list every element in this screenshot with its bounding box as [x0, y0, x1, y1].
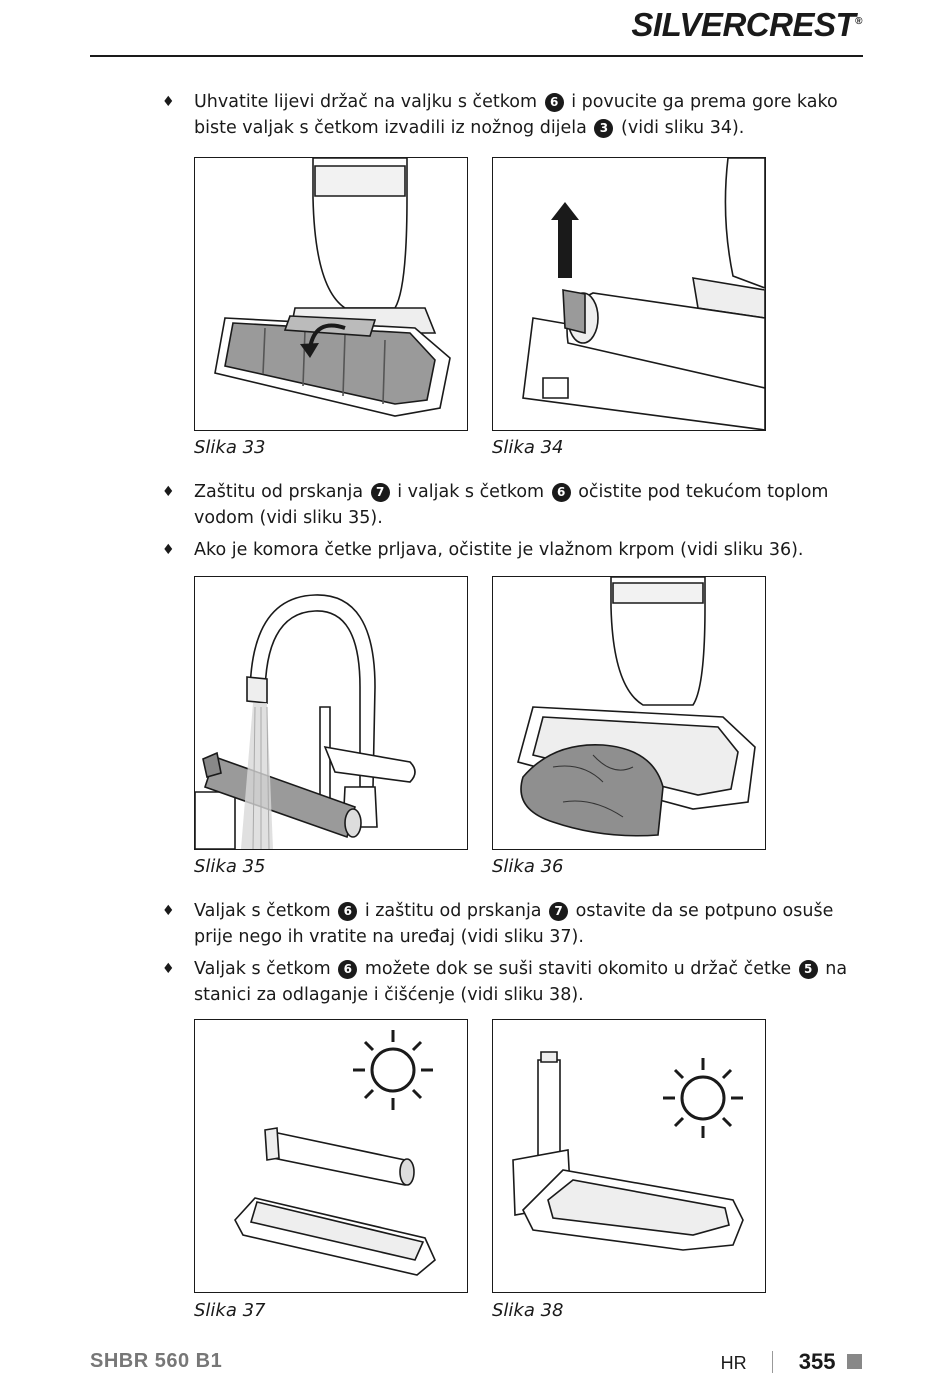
model-number: SHBR 560 B1 — [90, 1350, 223, 1372]
sun-icon — [353, 1030, 433, 1110]
figure-37 — [194, 1019, 468, 1293]
square-marker-icon — [847, 1354, 862, 1369]
page-footer: HR 355 — [721, 1349, 862, 1375]
sun-icon — [663, 1058, 743, 1138]
page-number: 355 — [798, 1349, 836, 1374]
figure-36 — [492, 576, 766, 850]
diamond-bullet-icon: ♦ — [162, 961, 175, 977]
part-number-badge: 7 — [549, 902, 569, 921]
figure-34 — [492, 157, 766, 431]
language-code: HR — [720, 1353, 747, 1373]
brand-logo: SILVERCREST® — [631, 6, 862, 43]
part-number-badge: 6 — [544, 93, 564, 112]
figure-38-caption: Slika 38 — [492, 1300, 564, 1321]
part-number-badge: 3 — [594, 119, 614, 138]
diamond-bullet-icon: ♦ — [162, 484, 175, 500]
part-number-badge: 6 — [338, 902, 358, 921]
figure-38 — [492, 1019, 766, 1293]
diamond-bullet-icon: ♦ — [162, 94, 175, 110]
part-number-badge: 6 — [338, 960, 358, 979]
part-number-badge: 5 — [798, 960, 818, 979]
diamond-bullet-icon: ♦ — [162, 903, 175, 919]
figure-36-caption: Slika 36 — [492, 856, 564, 877]
part-number-badge: 6 — [551, 483, 571, 502]
header-rule — [90, 55, 863, 57]
figure-34-caption: Slika 34 — [492, 437, 564, 458]
figure-35 — [194, 576, 468, 850]
figure-37-caption: Slika 37 — [194, 1300, 266, 1321]
figure-35-caption: Slika 35 — [194, 856, 266, 877]
figure-33 — [194, 157, 468, 431]
diamond-bullet-icon: ♦ — [162, 542, 175, 558]
part-number-badge: 7 — [370, 483, 390, 502]
figure-33-caption: Slika 33 — [194, 437, 266, 458]
footer-divider — [772, 1351, 774, 1373]
